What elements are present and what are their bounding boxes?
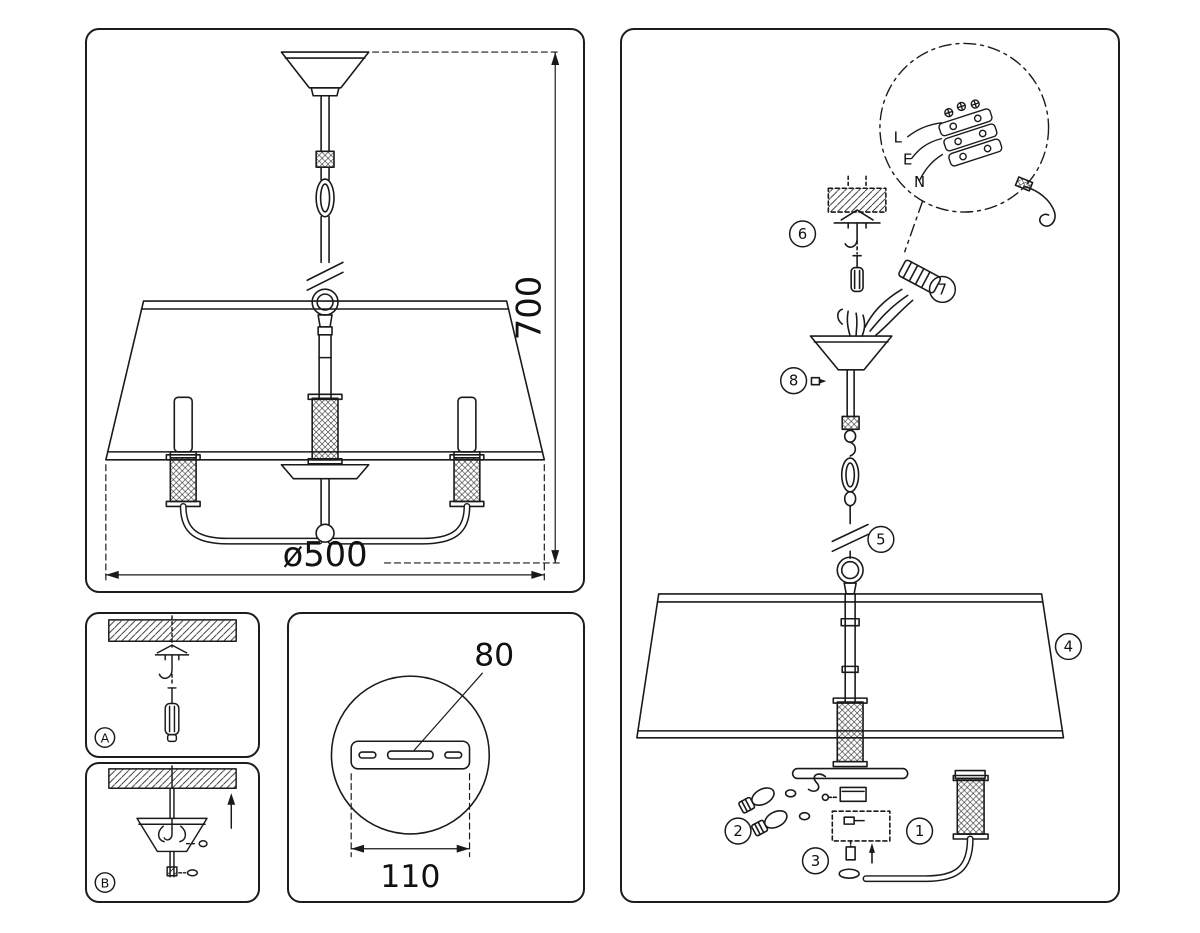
diameter-dimension-label: ø500 [283, 535, 368, 574]
mount-plate-drawing: 80 110 [330, 637, 514, 895]
balloon-5: 5 [867, 525, 895, 554]
bulbs [738, 787, 811, 837]
balloon-8: 8 [779, 367, 808, 395]
suspension-rod [315, 94, 335, 181]
svg-text:A: A [101, 730, 110, 745]
wire-label-live: L [894, 129, 903, 147]
detail-b-badge: B [94, 872, 116, 893]
detail-a-drawing: A [94, 615, 237, 748]
terminal-block [938, 99, 1003, 167]
detail-b-drawing: B [94, 765, 237, 893]
ceiling-section [108, 615, 237, 648]
balloon-2: 2 [724, 817, 752, 845]
lower-rod [166, 850, 199, 878]
svg-text:B: B [101, 875, 110, 890]
svg-text:8: 8 [789, 372, 798, 390]
earth-wire [1014, 176, 1056, 227]
canopy-wires [836, 308, 866, 337]
svg-text:5: 5 [876, 530, 885, 548]
wiring-callout [879, 42, 1050, 253]
canopy-with-latch [136, 787, 208, 853]
ceiling-canopy [280, 51, 370, 97]
height-dimension [372, 51, 562, 564]
left-candle [165, 396, 201, 508]
assembly-canopy [809, 335, 893, 371]
ceiling-section [108, 765, 237, 790]
plate-width-dimension [350, 773, 471, 858]
slot-dimension-label: 80 [474, 637, 514, 673]
ceiling-anchor-step [827, 175, 887, 293]
balloon-6: 6 [788, 220, 817, 248]
mounting-direction-arrow [227, 793, 236, 829]
detail-a-badge: A [94, 727, 116, 748]
right-candle [449, 396, 485, 508]
svg-text:1: 1 [915, 822, 924, 840]
wire-labels: L E N [894, 129, 926, 192]
svg-text:2: 2 [733, 822, 742, 840]
cord-with-break-symbol [306, 215, 344, 291]
wire-label-earth: E [903, 150, 912, 168]
balloon-4: 4 [1054, 632, 1083, 661]
main-dimension-drawing: 700 ø500 [105, 51, 562, 583]
svg-text:6: 6 [798, 225, 807, 243]
svg-text:4: 4 [1064, 638, 1073, 656]
terminal-connector-step [864, 259, 942, 336]
diameter-dimension [105, 464, 545, 583]
center-bowl [280, 463, 370, 526]
balloon-7: 7 [928, 275, 957, 304]
wire-label-neutral: N [914, 173, 925, 191]
svg-text:3: 3 [811, 852, 820, 870]
detail-b-panel: B [85, 762, 260, 903]
assembly-chain [831, 368, 869, 595]
mount-plate-panel: 80 110 [287, 612, 585, 903]
balloon-3: 3 [801, 847, 830, 875]
slot-dimension-leader [413, 672, 483, 751]
mounting-plate [330, 675, 491, 835]
step-balloons: 1 2 3 4 5 [724, 220, 1083, 875]
canopy-screw [810, 376, 827, 386]
screwdriver [164, 673, 180, 743]
assembly-drawing: L E N [636, 42, 1083, 883]
assembly-column [791, 593, 909, 780]
hanger-ring [311, 288, 339, 328]
plate-width-dimension-label: 110 [380, 859, 440, 895]
main-dimension-panel: 700 ø500 [85, 28, 585, 593]
right-candle-arm [862, 769, 989, 883]
anchor-hook [154, 644, 190, 680]
chandelier-arms [179, 502, 471, 545]
center-column [307, 326, 343, 465]
height-dimension-label: 700 [509, 276, 548, 340]
bottom-hardware [807, 773, 891, 879]
detail-a-panel: A [85, 612, 260, 758]
assembly-panel: L E N [620, 28, 1120, 903]
balloon-1: 1 [905, 817, 934, 845]
chain-link [315, 178, 335, 218]
svg-text:7: 7 [938, 280, 947, 298]
